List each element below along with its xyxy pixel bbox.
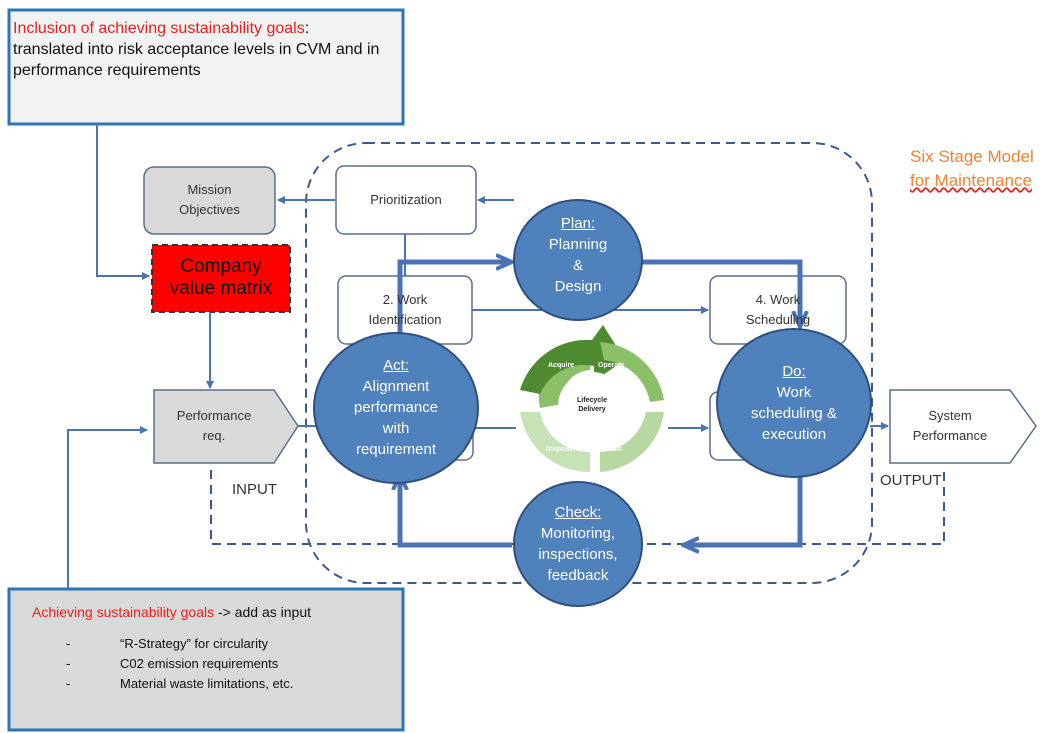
plan-to-do-arrow xyxy=(640,259,800,325)
bottom-note-text: -> add as input xyxy=(218,604,312,620)
act-label: Act: Alignment performance with requirem… xyxy=(353,357,439,458)
do-label: Do: Work scheduling & execution xyxy=(751,363,837,443)
act-to-plan-arrow xyxy=(397,262,510,336)
model-title-line-2: for Maintenance xyxy=(910,171,1032,190)
list-item: Material waste limitations, etc. xyxy=(66,674,392,694)
output-label: OUTPUT xyxy=(880,472,942,489)
prioritization-label: Prioritization xyxy=(370,192,442,207)
bottom-note-heading: Achieving sustainability goals xyxy=(32,604,215,620)
list-item: C02 emission requirements xyxy=(66,654,392,674)
list-item: “R-Strategy” for circularity xyxy=(66,634,392,654)
bottom-note: Achieving sustainability goals -> add as… xyxy=(32,604,392,694)
bottom-note-list: “R-Strategy” for circularity C02 emissio… xyxy=(32,634,392,694)
model-title: Six Stage Model for Maintenance xyxy=(910,145,1034,193)
plan-circle xyxy=(513,199,643,321)
check-to-act-arrow xyxy=(400,476,512,548)
check-circle xyxy=(513,481,643,607)
mission-objectives-box xyxy=(143,166,276,235)
top-note-heading: Inclusion of achieving sustainability go… xyxy=(13,20,305,37)
do-to-check-arrow xyxy=(685,468,803,545)
model-title-line-1: Six Stage Model xyxy=(910,147,1034,166)
check-label: Check: Monitoring, inspections, feedback xyxy=(538,504,618,584)
performance-req-box xyxy=(153,389,299,464)
top-note-connector xyxy=(96,124,150,280)
input-label: INPUT xyxy=(232,481,277,498)
do-circle xyxy=(716,328,872,478)
top-note-box xyxy=(7,8,405,126)
lifecycle-stage-dispose: Dispose xyxy=(546,446,574,453)
lifecycle-stage-maintain: Maintain xyxy=(594,446,623,453)
bottom-note-connector xyxy=(67,426,148,589)
plan-label: Plan: Planning & Design xyxy=(548,215,608,295)
top-note-text: translated into risk acceptance levels i… xyxy=(13,41,380,79)
lifecycle-wheel xyxy=(520,325,664,473)
lifecycle-stage-acquire: Acquire xyxy=(548,362,575,369)
act-circle xyxy=(313,332,479,484)
top-note: Inclusion of achieving sustainability go… xyxy=(13,20,380,79)
system-performance-box xyxy=(889,389,1037,464)
company-value-matrix-box xyxy=(151,244,291,313)
lifecycle-stage-operate: Operate xyxy=(598,362,625,369)
